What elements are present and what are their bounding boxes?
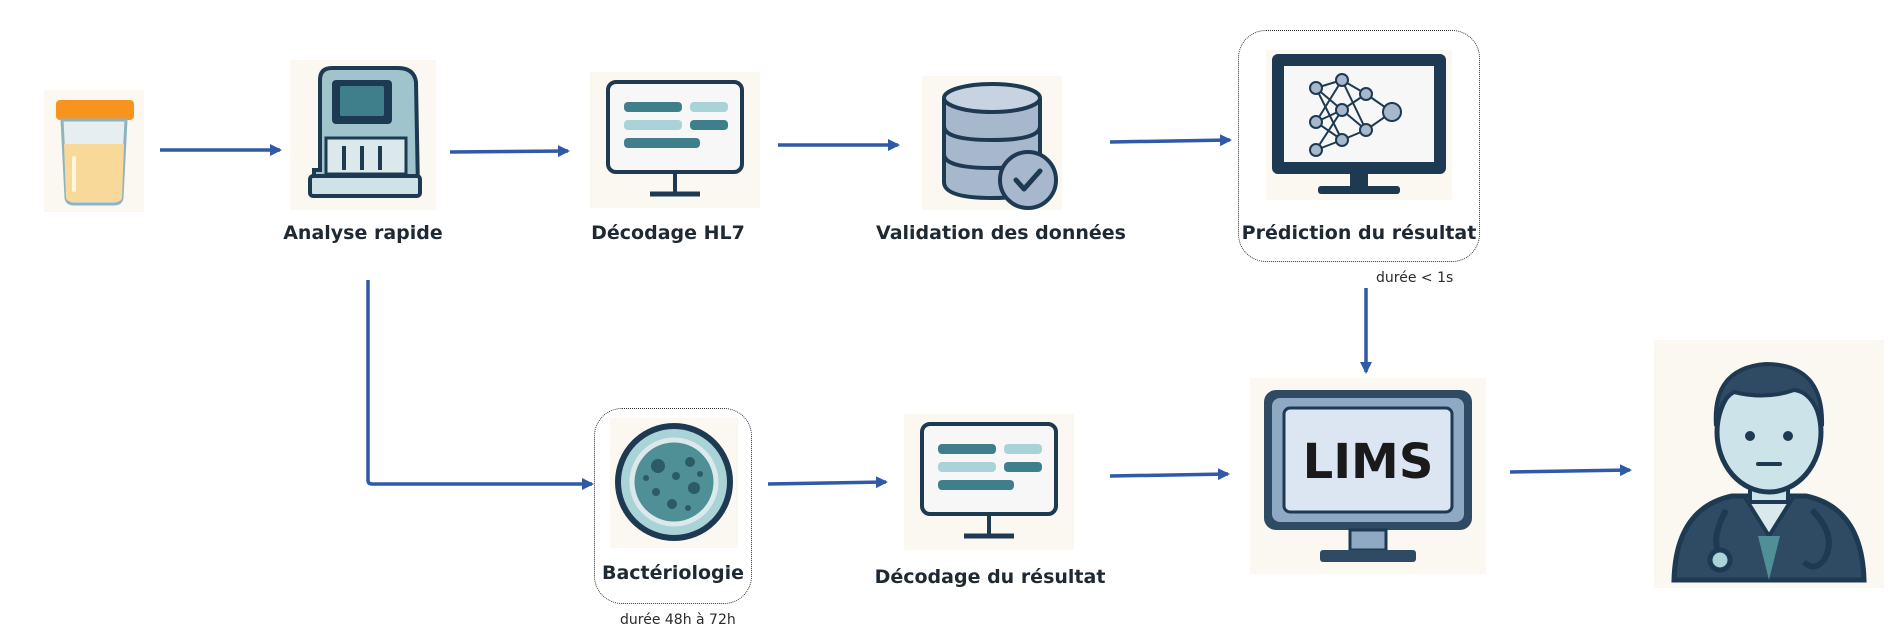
sample-tile bbox=[44, 90, 144, 212]
lims-monitor-icon: LIMS bbox=[1264, 390, 1472, 562]
step-label-decodage-resultat: Décodage du résultat bbox=[874, 566, 1106, 588]
step-label-analyse: Analyse rapide bbox=[283, 222, 443, 244]
decodage-tile bbox=[904, 414, 1074, 550]
step-label-validation: Validation des données bbox=[876, 222, 1126, 244]
doctor-avatar-icon bbox=[1671, 361, 1867, 583]
arrow-validation-to-prediction bbox=[1109, 134, 1232, 147]
analyzer-machine-icon bbox=[308, 66, 422, 198]
arrow-analyse-to-hl7 bbox=[449, 145, 570, 158]
bacterio-duration-note: durée 48h à 72h bbox=[620, 612, 736, 628]
bacterio-frame bbox=[594, 408, 752, 604]
hl7-tile bbox=[590, 72, 760, 208]
database-tile bbox=[922, 76, 1062, 210]
arrow-analyse-to-bacterio bbox=[366, 280, 594, 490]
step-label-hl7: Décodage HL7 bbox=[591, 222, 745, 244]
monitor-data-icon bbox=[606, 80, 744, 197]
arrow-lims-to-doctor bbox=[1509, 464, 1632, 477]
prediction-duration-note: durée < 1s bbox=[1376, 270, 1454, 286]
analyzer-tile bbox=[290, 60, 436, 210]
petri-dish-icon bbox=[615, 423, 733, 541]
lims-tile: LIMS bbox=[1250, 378, 1486, 574]
lims-text: LIMS bbox=[1303, 434, 1434, 490]
arrow-bacterio-to-decodage bbox=[767, 476, 888, 489]
neural-network-monitor-icon bbox=[1272, 54, 1446, 194]
database-check-icon bbox=[942, 82, 1058, 210]
prediction-frame bbox=[1238, 30, 1480, 262]
prediction-tile bbox=[1266, 50, 1452, 200]
step-label-bacterio: Bactériologie bbox=[601, 562, 745, 584]
bacterio-tile bbox=[610, 418, 738, 548]
arrow-decodage-to-lims bbox=[1109, 468, 1230, 481]
doctor-tile bbox=[1654, 340, 1884, 588]
monitor-data-icon bbox=[920, 422, 1058, 539]
urine-sample-cup-icon bbox=[56, 100, 134, 206]
step-label-prediction: Prédiction du résultat bbox=[1241, 222, 1477, 244]
